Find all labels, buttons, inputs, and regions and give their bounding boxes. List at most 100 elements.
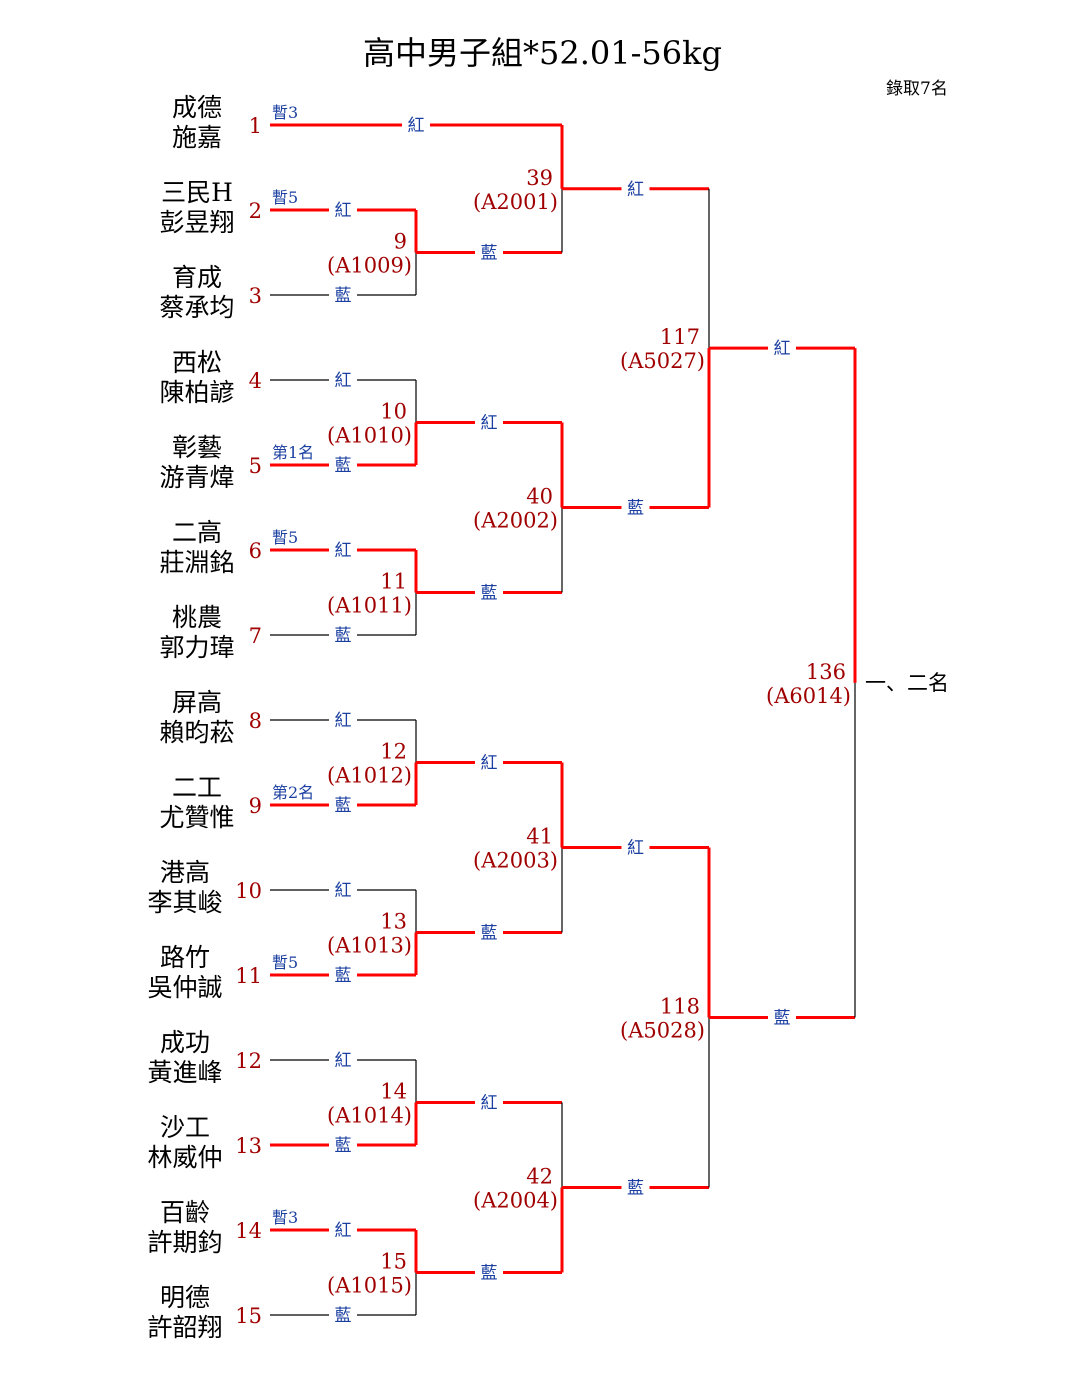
page-title: 高中男子組*52.01-56kg — [362, 34, 723, 72]
corner-label-bg — [768, 338, 796, 359]
match-number: 14 — [380, 1080, 407, 1104]
corner-label-bg — [475, 582, 503, 603]
red-corner-label: 紅 — [335, 711, 352, 731]
match-number: 12 — [380, 740, 407, 764]
corner-label-bg — [402, 115, 430, 135]
player-name: 黃進峰 — [147, 1058, 222, 1087]
player-number: 6 — [249, 539, 262, 563]
quota-note: 錄取7名 — [886, 79, 948, 99]
match-code: (A1010) — [327, 424, 412, 448]
match-number: 39 — [526, 166, 553, 190]
match-code: (A1011) — [327, 594, 412, 618]
player-number: 1 — [249, 114, 262, 138]
corner-label-bg — [329, 625, 357, 645]
blue-corner-label: 藍 — [481, 584, 498, 604]
player-number: 3 — [249, 284, 262, 308]
corner-label-bg — [329, 200, 357, 220]
corner-label-bg — [329, 1135, 357, 1155]
match-number: 136 — [806, 660, 846, 684]
player-result-note: 暫5 — [272, 528, 298, 547]
blue-corner-label: 藍 — [335, 1136, 352, 1156]
match-number: 11 — [380, 570, 407, 594]
red-corner-label: 紅 — [408, 116, 425, 136]
match-code: (A6014) — [766, 684, 851, 708]
player-school: 育成 — [172, 263, 222, 292]
match-number: 13 — [380, 910, 407, 934]
blue-corner-label: 藍 — [481, 244, 498, 264]
corner-label-bg — [329, 370, 357, 390]
match-code: (A1015) — [327, 1274, 412, 1298]
match-number: 15 — [380, 1250, 407, 1274]
corner-label-bg — [475, 752, 503, 773]
player-name: 許韶翔 — [147, 1313, 222, 1342]
corner-label-bg — [475, 1092, 503, 1113]
match-number: 10 — [380, 400, 407, 424]
player-school: 二高 — [172, 518, 222, 547]
corner-label-bg — [621, 497, 650, 518]
corner-label-bg — [475, 242, 503, 263]
corner-label-bg — [329, 285, 357, 305]
final-placement-label: 一、二名 — [865, 671, 949, 695]
red-corner-label: 紅 — [335, 371, 352, 391]
player-number: 12 — [235, 1049, 262, 1073]
player-name: 尤贊惟 — [159, 803, 234, 832]
corner-label-bg — [768, 1007, 796, 1028]
player-number: 14 — [235, 1219, 262, 1243]
player-school: 百齡 — [160, 1198, 210, 1227]
player-name: 吳仲誠 — [147, 973, 222, 1002]
player-result-note: 第1名 — [272, 443, 314, 462]
match-code: (A1012) — [327, 764, 412, 788]
player-name: 郭力瑋 — [159, 633, 234, 662]
red-corner-label: 紅 — [481, 754, 498, 774]
corner-label-bg — [329, 1050, 357, 1070]
blue-corner-label: 藍 — [774, 1009, 791, 1029]
blue-corner-label: 藍 — [335, 626, 352, 646]
red-corner-label: 紅 — [335, 541, 352, 561]
blue-corner-label: 藍 — [335, 796, 352, 816]
corner-label-bg — [475, 922, 503, 943]
match-number: 118 — [660, 995, 700, 1019]
corner-label-bg — [329, 455, 357, 475]
match-code: (A2003) — [473, 849, 558, 873]
corner-label-bg — [329, 1305, 357, 1325]
match-code: (A1014) — [327, 1104, 412, 1128]
match-number: 42 — [526, 1165, 553, 1189]
player-result-note: 暫5 — [272, 953, 298, 972]
player-number: 7 — [249, 624, 262, 648]
red-corner-label: 紅 — [481, 414, 498, 434]
player-name: 莊淵銘 — [159, 548, 234, 577]
player-school: 彰藝 — [172, 433, 222, 462]
player-name: 李其峻 — [147, 888, 222, 917]
blue-corner-label: 藍 — [481, 924, 498, 944]
player-name: 施嘉 — [172, 123, 222, 152]
player-number: 15 — [235, 1304, 262, 1328]
corner-label-bg — [329, 965, 357, 985]
red-corner-label: 紅 — [481, 1094, 498, 1114]
blue-corner-label: 藍 — [627, 499, 644, 519]
player-number: 5 — [249, 454, 262, 478]
player-name: 許期鈞 — [147, 1228, 222, 1257]
player-number: 10 — [235, 879, 262, 903]
player-number: 8 — [249, 709, 262, 733]
red-corner-label: 紅 — [335, 881, 352, 901]
corner-label-bg — [329, 795, 357, 815]
match-code: (A2001) — [473, 190, 558, 214]
red-corner-label: 紅 — [335, 1051, 352, 1071]
player-number: 2 — [249, 199, 262, 223]
player-name: 游青煒 — [159, 463, 234, 492]
player-school: 港高 — [160, 858, 210, 887]
match-code: (A2004) — [473, 1189, 558, 1213]
blue-corner-label: 藍 — [335, 1306, 352, 1326]
player-result-note: 暫5 — [272, 188, 298, 207]
match-code: (A5027) — [620, 349, 705, 373]
match-code: (A1013) — [327, 934, 412, 958]
corner-label-bg — [329, 540, 357, 560]
player-school: 成功 — [160, 1028, 210, 1057]
match-number: 9 — [394, 230, 407, 254]
player-school: 路竹 — [160, 943, 210, 972]
corner-label-bg — [329, 710, 357, 730]
player-school: 三民H — [161, 178, 233, 207]
corner-label-bg — [329, 880, 357, 900]
blue-corner-label: 藍 — [335, 286, 352, 306]
